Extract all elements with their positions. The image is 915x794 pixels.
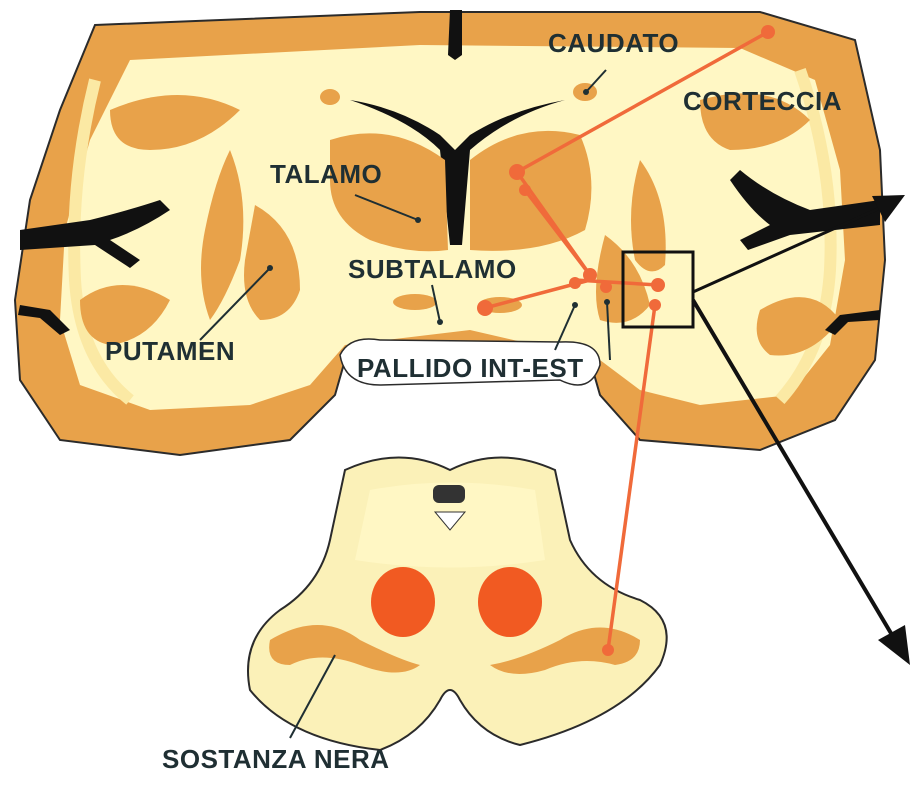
coronal-section xyxy=(15,10,885,455)
arrow-lower-head xyxy=(878,625,910,665)
midbrain-section xyxy=(248,458,667,751)
red-nucleus-right xyxy=(478,567,542,637)
node-cortex xyxy=(761,25,775,39)
caudate-spot-left xyxy=(320,89,340,105)
node-pallidus-2 xyxy=(569,277,581,289)
node-putamen-1 xyxy=(651,278,665,292)
leader-dot-putamen xyxy=(267,265,273,271)
red-nucleus-left xyxy=(371,567,435,637)
node-pallidus-1 xyxy=(583,268,597,282)
leader-dot-pallido-1 xyxy=(572,302,578,308)
label-corteccia: CORTECCIA xyxy=(683,86,842,116)
leader-dot-pallido-2 xyxy=(604,299,610,305)
subthalamic-nucleus-left xyxy=(393,294,437,310)
aqueduct-top xyxy=(433,485,465,503)
node-putamen-2 xyxy=(649,299,661,311)
node-nigra xyxy=(602,644,614,656)
label-putamen: PUTAMEN xyxy=(105,336,235,366)
node-thalamus xyxy=(509,164,525,180)
node-subthalamus xyxy=(477,300,493,316)
label-talamo: TALAMO xyxy=(270,159,382,189)
label-subtalamo: SUBTALAMO xyxy=(348,254,517,284)
node-pallidus-3 xyxy=(600,281,612,293)
leader-dot-caudato xyxy=(583,89,589,95)
label-caudato: CAUDATO xyxy=(548,28,679,58)
label-pallido: PALLIDO INT-EST xyxy=(357,353,584,383)
label-sostanza-nera: SOSTANZA NERA xyxy=(162,744,390,774)
leader-dot-subtalamo xyxy=(437,319,443,325)
leader-dot-talamo xyxy=(415,217,421,223)
node-thalamus-2 xyxy=(519,184,531,196)
